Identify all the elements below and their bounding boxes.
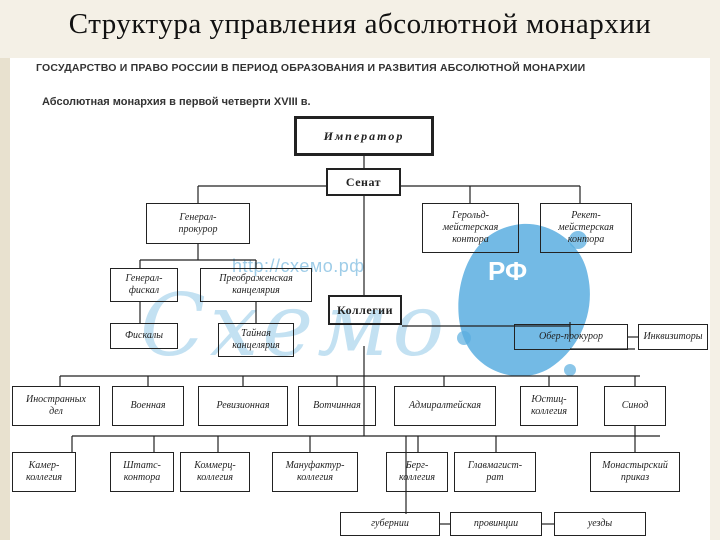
node-emperor: Император [294, 116, 434, 156]
node-heraldmeister: Герольд- мейстерская контора [422, 203, 519, 253]
node-inquisitors: Инквизиторы [638, 324, 708, 350]
node-fiscals: Фискалы [110, 323, 178, 349]
scan-subheader: Абсолютная монархия в первой четверти XV… [42, 96, 311, 108]
node-manufactory: Мануфактур- коллегия [272, 452, 358, 492]
node-gubernia: губернии [340, 512, 440, 536]
node-oberprocurator: Обер-прокурор [514, 324, 628, 350]
node-shtats: Штатс- контора [110, 452, 174, 492]
node-secret-chancellery: Тайная канцелярия [218, 323, 294, 357]
slide-title: Структура управления абсолютной монархии [68, 8, 652, 40]
node-reketmeister: Рекет- мейстерская контора [540, 203, 632, 253]
watermark-badge: РФ [488, 256, 528, 286]
watermark-url: http://схемо.рф [232, 256, 365, 276]
node-magistrate: Главмагист- рат [454, 452, 536, 492]
connector-lines [59, 156, 660, 525]
node-berg: Берг- коллегия [386, 452, 448, 492]
node-uezd: уезды [554, 512, 646, 536]
node-province: провинции [450, 512, 542, 536]
node-foreign: Иностранных дел [12, 386, 100, 426]
node-kamer: Камер- коллегия [12, 452, 76, 492]
node-admiralty: Адмиралтейская [394, 386, 496, 426]
node-monastery: Монастырский приказ [590, 452, 680, 492]
node-justice: Юстиц- коллегия [520, 386, 578, 426]
node-preobrazhensky: Преображенская канцелярия [200, 268, 312, 302]
watermark-script: Схемо [140, 276, 449, 376]
node-senate: Сенат [326, 168, 401, 196]
watermark-blot [457, 223, 590, 377]
scanned-diagram: ГОСУДАРСТВО И ПРАВО РОССИИ В ПЕРИОД ОБРА… [10, 58, 710, 540]
node-procurator-general: Генерал- прокурор [146, 203, 250, 244]
scan-header: ГОСУДАРСТВО И ПРАВО РОССИИ В ПЕРИОД ОБРА… [36, 62, 586, 74]
node-collegia: Коллегии [328, 295, 402, 325]
node-fiscal-general: Генерал- фискал [110, 268, 178, 302]
node-military: Военная [112, 386, 184, 426]
node-synod: Синод [604, 386, 666, 426]
node-revision: Ревизионная [198, 386, 288, 426]
node-votchina: Вотчинная [298, 386, 376, 426]
node-commerce: Коммерц- коллегия [180, 452, 250, 492]
left-margin-bar [0, 58, 10, 540]
